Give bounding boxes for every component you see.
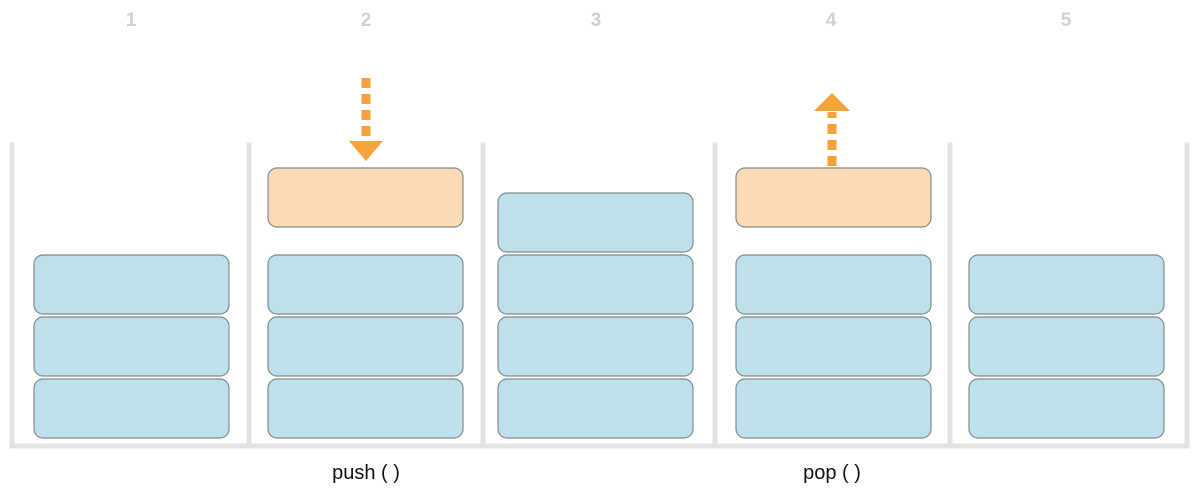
step-number-3: 3 — [591, 10, 602, 31]
stack-block-step-2-level-2 — [267, 316, 464, 377]
step-number-5: 5 — [1061, 10, 1072, 31]
push-operation-label: push ( ) — [332, 462, 400, 484]
stack-block-step-2-level-3 — [267, 254, 464, 315]
container-outline — [9, 142, 1190, 449]
step-number-2: 2 — [361, 10, 372, 31]
stack-block-step-4-level-1 — [735, 378, 932, 439]
stack-block-step-3-level-3 — [497, 254, 694, 315]
push-arrow-icon — [349, 78, 383, 161]
stack-block-step-3-level-4 — [497, 192, 694, 253]
step-numbers: 1 2 3 4 5 — [126, 10, 1072, 31]
pop-arrow-head — [814, 93, 850, 111]
stack-block-step-1-level-2 — [33, 316, 230, 377]
stack-block-step-3-level-1 — [497, 378, 694, 439]
pushed-block-step-2 — [267, 167, 464, 228]
stack-block-step-1-level-3 — [33, 254, 230, 315]
stack-block-step-4-level-2 — [735, 316, 932, 377]
stack-block-step-5-level-1 — [968, 378, 1165, 439]
stack-container — [9, 142, 1190, 449]
step-number-1: 1 — [126, 10, 137, 31]
stack-block-step-4-level-3 — [735, 254, 932, 315]
push-arrow-head — [349, 141, 383, 161]
pop-arrow-icon — [814, 93, 850, 166]
pop-operation-label: pop ( ) — [803, 462, 861, 484]
stack-blocks — [33, 167, 1165, 439]
stack-block-step-5-level-2 — [968, 316, 1165, 377]
step-number-4: 4 — [826, 10, 837, 31]
stack-block-step-3-level-2 — [497, 316, 694, 377]
stack-block-step-5-level-3 — [968, 254, 1165, 315]
stack-block-step-2-level-1 — [267, 378, 464, 439]
stack-block-step-1-level-1 — [33, 378, 230, 439]
popped-block-step-4 — [735, 167, 932, 228]
